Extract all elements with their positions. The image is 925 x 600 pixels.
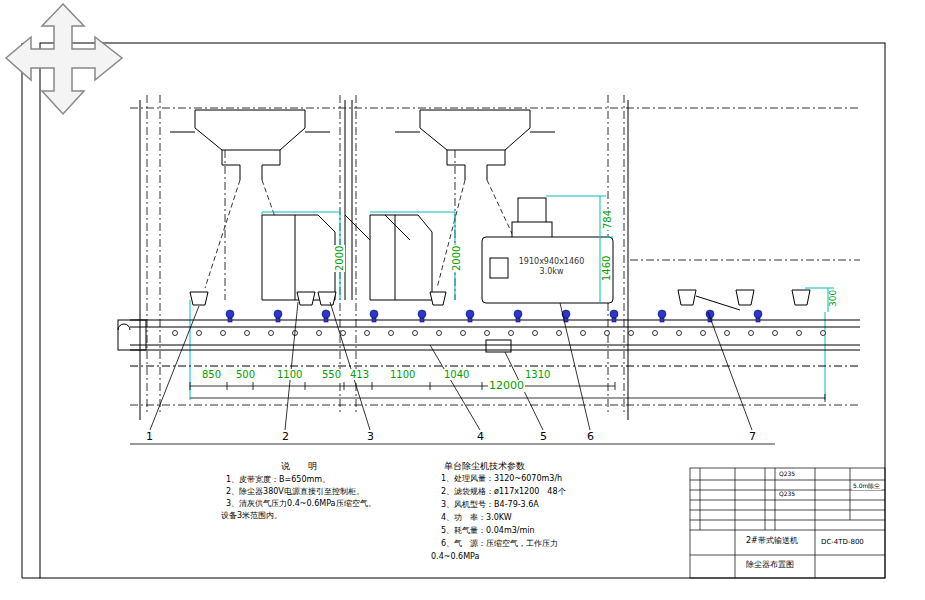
dust-collector-box: 1910x940x14603.0kw bbox=[482, 237, 621, 303]
callout-number: 5 bbox=[539, 431, 548, 443]
note-text: 5、耗气量：0.04m3/min bbox=[440, 527, 536, 536]
note-text: 4、功 率：3.0KW bbox=[440, 514, 513, 523]
title-block-text: DC-4TD-800 bbox=[820, 539, 865, 547]
dimension-text: 12000 bbox=[488, 380, 525, 392]
dimension-text: 1100 bbox=[276, 369, 303, 380]
note-text: 单台除尘机技术参数 bbox=[443, 462, 526, 472]
box-text: 1910x940x1460 bbox=[482, 257, 621, 267]
note-text: 1、处理风量：3120~6070m3/h bbox=[440, 475, 563, 484]
dimension-text: 1100 bbox=[389, 369, 416, 380]
note-text: 2、除尘器380V电源直接引至控制柜。 bbox=[225, 488, 365, 497]
callout-number: 3 bbox=[366, 431, 375, 443]
note-text: 6、气 源：压缩空气，工作压力 bbox=[440, 540, 559, 549]
note-text: 0.4~0.6MPa bbox=[430, 553, 480, 562]
dimension-text: 2000 bbox=[334, 245, 345, 272]
title-block-text: 5.0m除尘 bbox=[852, 483, 881, 490]
title-block-text: 2#带式输送机 bbox=[745, 537, 799, 546]
box-text: 3.0kw bbox=[482, 267, 621, 277]
dimension-text: 1310 bbox=[524, 369, 551, 380]
callout-number: 1 bbox=[145, 431, 154, 443]
title-block-text: Q235 bbox=[778, 491, 796, 498]
dimension-text: 1460 bbox=[601, 255, 612, 282]
note-text: 3、清灰供气压力0.4~0.6MPa压缩空气。 bbox=[225, 500, 377, 509]
dimension-text: 413 bbox=[349, 369, 370, 380]
dimension-text: 500 bbox=[235, 369, 256, 380]
note-text: 设备3米范围内。 bbox=[220, 512, 283, 521]
callout-number: 2 bbox=[281, 431, 290, 443]
dimension-text: 2000 bbox=[451, 245, 462, 272]
dimension-text: 550 bbox=[321, 369, 342, 380]
dimension-text: 784 bbox=[602, 209, 613, 230]
title-block-text: 除尘器布置图 bbox=[745, 561, 795, 570]
note-text: 说 明 bbox=[280, 462, 318, 472]
callout-number: 7 bbox=[748, 431, 757, 443]
dimension-text: 850 bbox=[201, 369, 222, 380]
note-text: 3、风机型号：B4-79-3.6A bbox=[440, 501, 540, 510]
note-text: 1、皮带宽度：B=650mm。 bbox=[225, 476, 331, 485]
callout-number: 4 bbox=[476, 431, 485, 443]
note-text: 2、滤袋规格：ø117x1200 48个 bbox=[440, 488, 567, 497]
dimension-text: 1040 bbox=[443, 369, 470, 380]
callout-number: 6 bbox=[586, 431, 595, 443]
title-block-text: Q235 bbox=[778, 471, 796, 478]
dimension-text: 300 bbox=[829, 289, 839, 308]
